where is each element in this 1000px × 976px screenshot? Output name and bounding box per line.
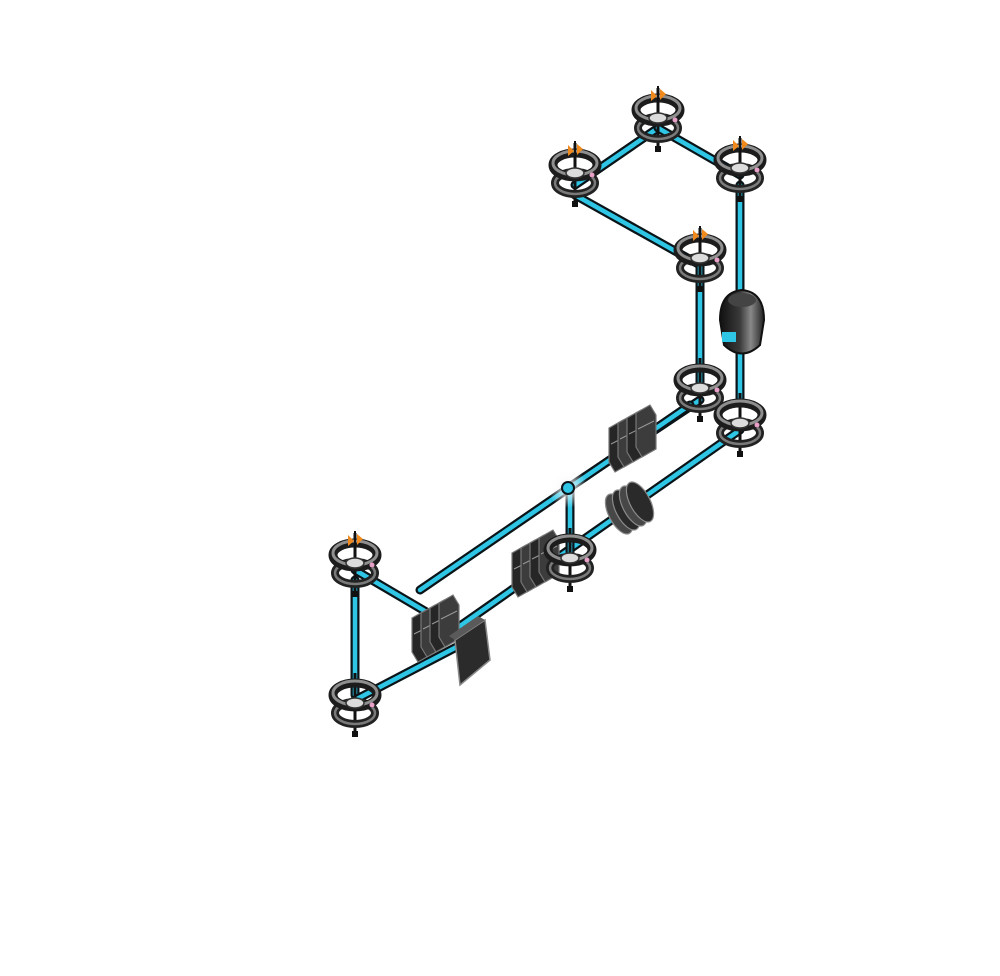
mirror-mount bbox=[713, 136, 767, 202]
mirror-mount bbox=[713, 393, 767, 457]
focusing-lens bbox=[718, 288, 766, 355]
mirror-mount bbox=[543, 528, 597, 592]
mirror-mount bbox=[673, 358, 727, 422]
detector-block bbox=[449, 616, 491, 687]
mirror-mount bbox=[631, 86, 685, 152]
solenoid-coil bbox=[604, 481, 655, 535]
quadrupole-lower bbox=[411, 594, 460, 663]
mirror-mount bbox=[673, 226, 727, 292]
beam-source bbox=[548, 468, 588, 508]
beam-pipes bbox=[350, 123, 745, 705]
quadrupole-upper bbox=[608, 404, 657, 473]
mirror-mount bbox=[328, 531, 382, 597]
beam-pipe-lower-main bbox=[435, 425, 745, 645]
mirror-mount bbox=[328, 673, 382, 737]
mirror-mount bbox=[548, 141, 602, 207]
beamline-components bbox=[328, 86, 767, 737]
